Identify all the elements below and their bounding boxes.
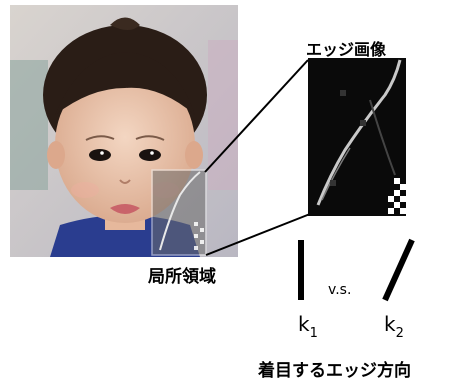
kernel-k1-base: k xyxy=(298,312,310,336)
local-region-label: 局所領域 xyxy=(148,267,216,287)
edge-direction-caption: 着目するエッジ方向 xyxy=(258,361,411,381)
kernel-k1-subscript: 1 xyxy=(309,326,318,341)
versus-label: v.s. xyxy=(328,282,352,298)
child-photo xyxy=(10,5,238,257)
kernel-k2-base: k xyxy=(384,312,396,336)
kernel-k2-diagonal-line xyxy=(382,238,415,302)
connector-line-bottom xyxy=(205,213,311,256)
kernel-k2-subscript: 2 xyxy=(395,326,404,341)
edge-image xyxy=(308,58,406,216)
edge-image-title: エッジ画像 xyxy=(306,40,387,59)
kernel-k2-label: k2 xyxy=(384,312,404,341)
local-region-box xyxy=(151,169,207,256)
kernel-k1-label: k1 xyxy=(298,312,318,341)
connector-line-top xyxy=(204,59,309,173)
